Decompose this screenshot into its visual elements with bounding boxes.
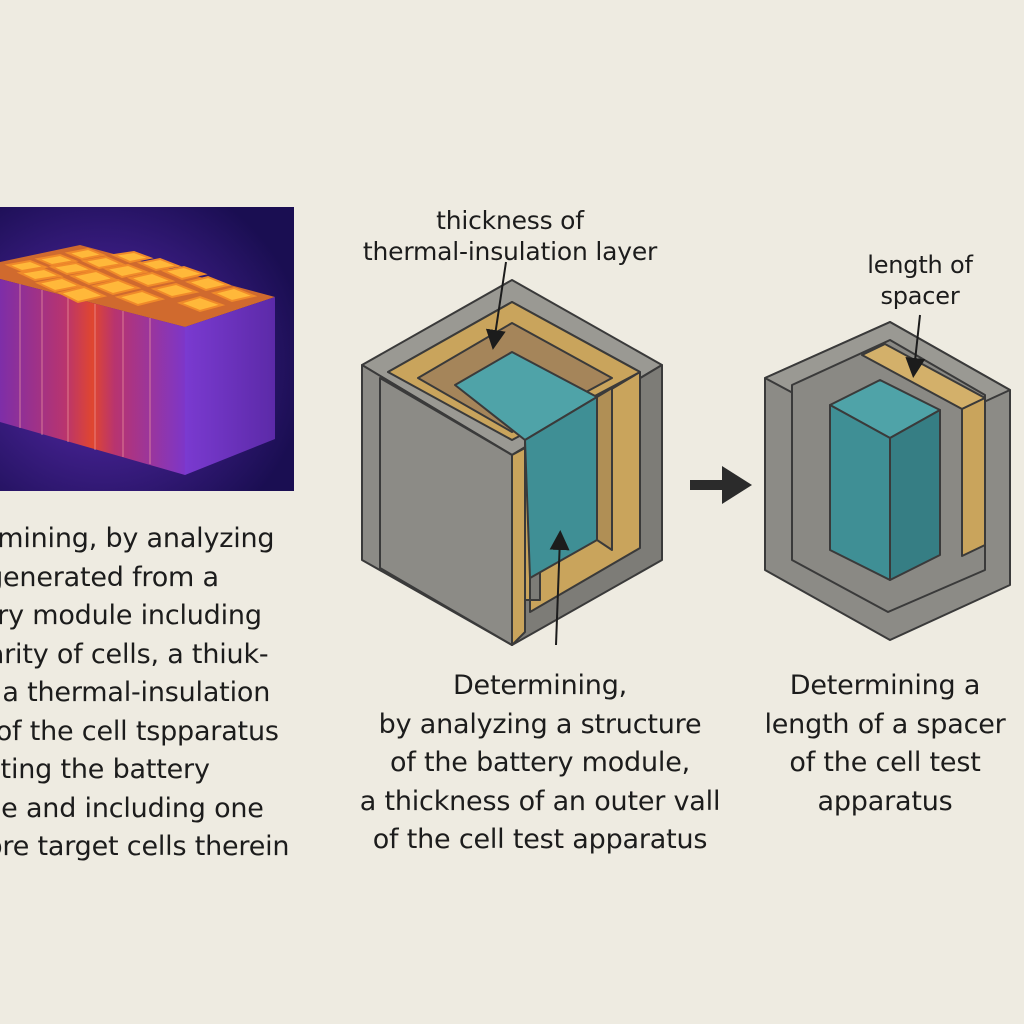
hot-cell-tiles — [4, 247, 258, 313]
insulation-thickness-label: thickness of thermal-insulation layer — [362, 206, 658, 266]
right-apparatus — [764, 321, 1011, 641]
spacer-front — [961, 397, 986, 557]
cell-side — [889, 409, 941, 581]
module-front-face — [0, 279, 185, 475]
cell-dividers — [19, 284, 151, 464]
thermal-battery-image — [0, 207, 294, 491]
middle-apparatus — [361, 279, 663, 646]
insulation-pointer-arrow — [485, 261, 507, 350]
module-side-face — [185, 297, 275, 475]
transition-arrow — [690, 466, 752, 504]
cut-insulation-edge — [511, 447, 526, 646]
thermal-image-panel — [0, 207, 294, 491]
insulation-side-strip — [596, 387, 613, 551]
spacer-pointer-arrow — [905, 314, 926, 378]
caption-right: Determining a length of a spacer of the … — [764, 670, 1006, 817]
outer-wall-pointer-arrow — [549, 530, 570, 646]
caption-middle: Determining, by analyzing a structure of… — [359, 670, 721, 855]
spacer-length-label: length of spacer — [867, 251, 973, 310]
